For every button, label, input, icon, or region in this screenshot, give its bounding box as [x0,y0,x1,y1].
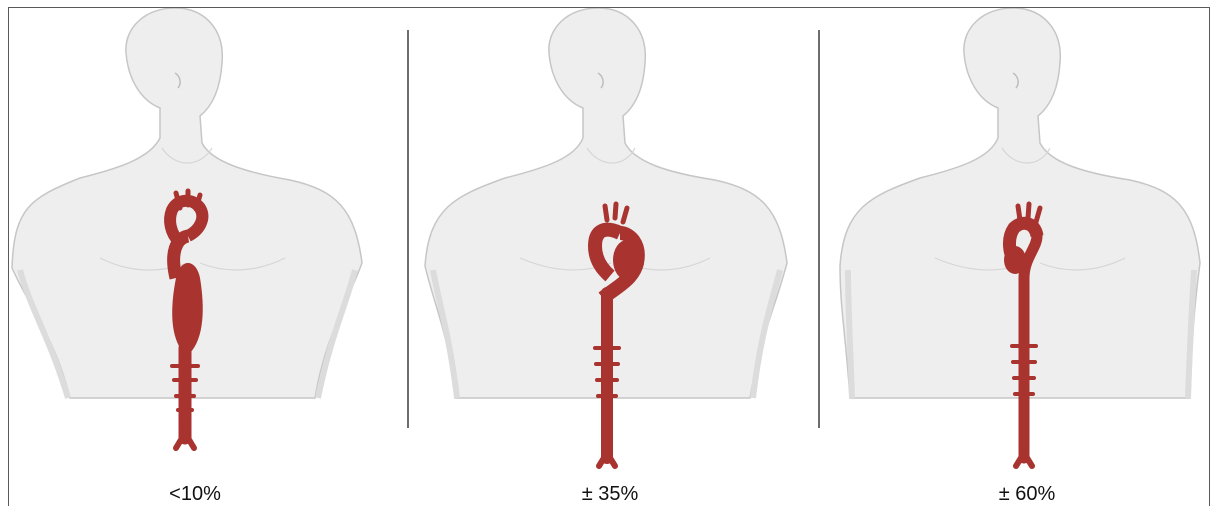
torso-illustration-2 [415,8,805,478]
panel-divider-1 [407,30,409,428]
caption-panel-3: ± 60% [832,483,1217,506]
panel-arch-mild: ± 60% [832,8,1217,506]
caption-panel-2: ± 35% [415,483,805,506]
panel-divider-2 [818,30,820,428]
torso-illustration-1 [0,8,390,478]
caption-panel-1: <10% [0,483,390,506]
panel-arch: ± 35% [415,8,805,506]
torso-illustration-3 [832,8,1217,478]
panel-abdominal: <10% [0,8,390,506]
